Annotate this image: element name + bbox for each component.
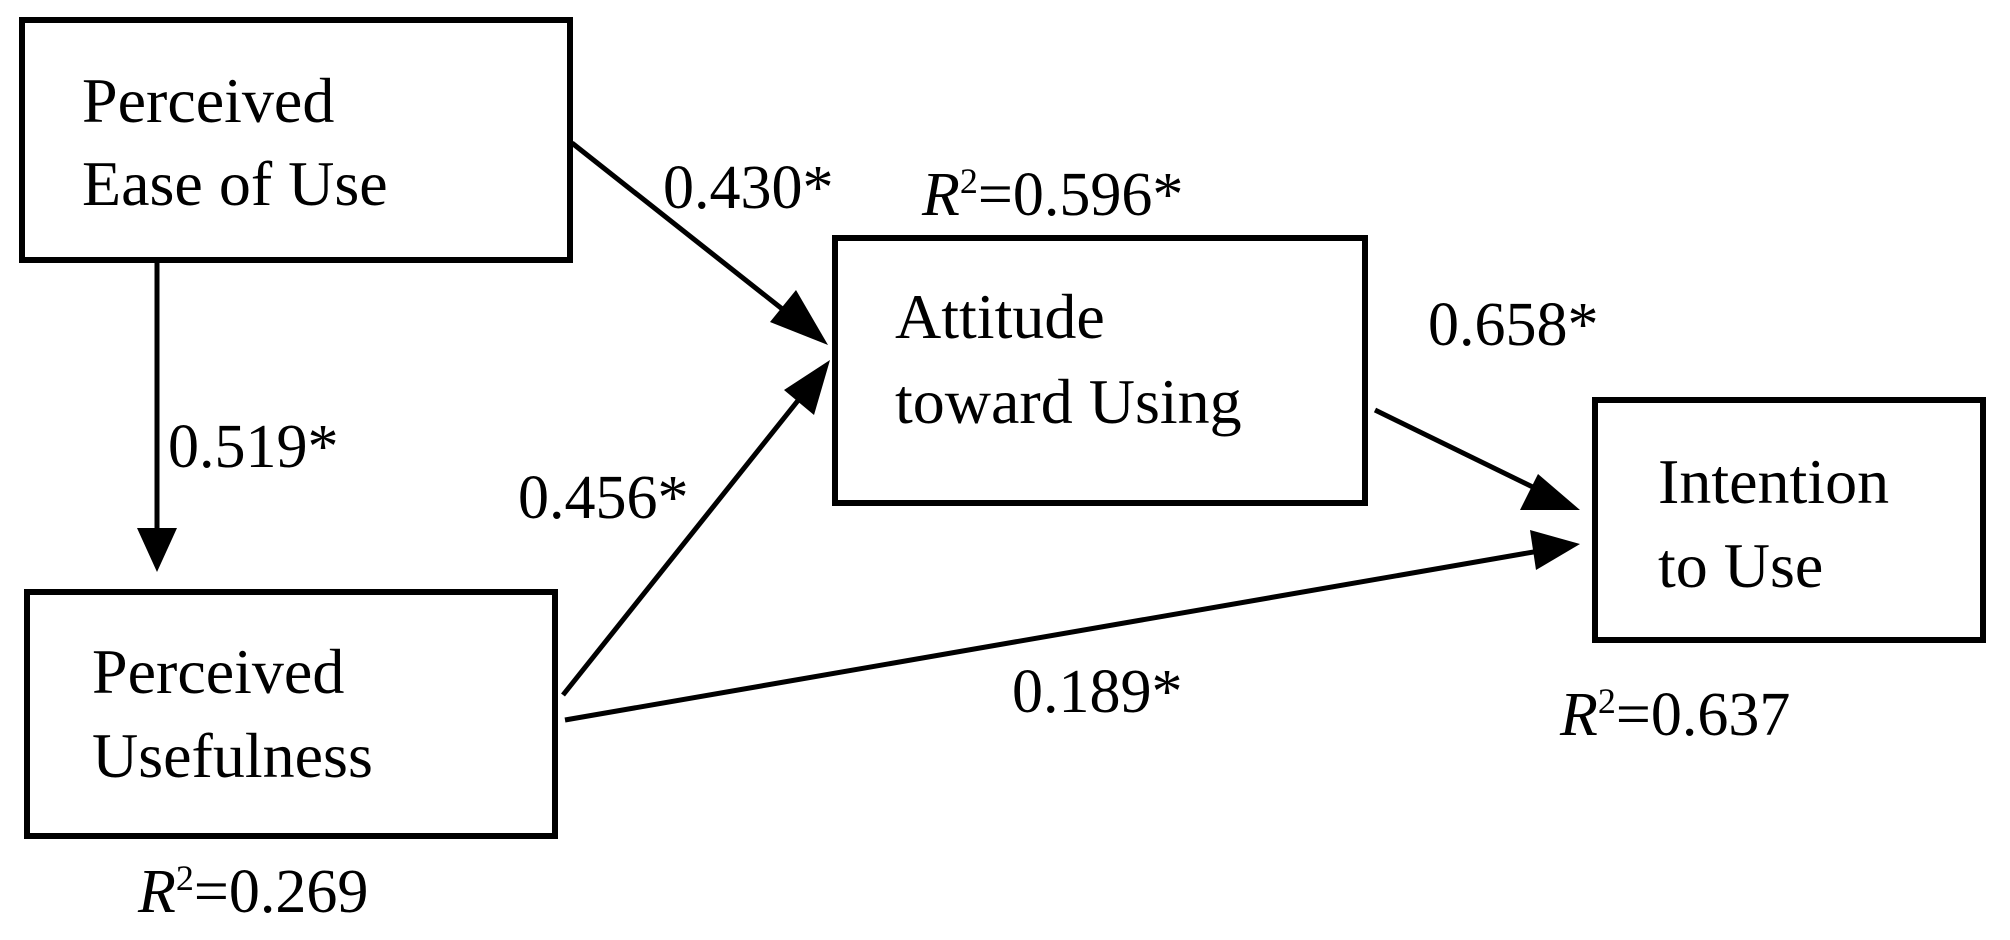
arrowhead-peou-att [770,290,828,345]
r2-attitude: R2=0.596* [921,161,1183,229]
node-attitude-toward-using: Attitude toward Using [832,235,1368,506]
coef-att-itu: 0.658* [1428,291,1599,359]
node-box [19,17,573,263]
edge-att-itu [1373,407,1549,497]
edges [137,141,1580,723]
arrowhead-pu-itu [1530,530,1580,570]
node-label-line2: to Use [1658,530,1823,601]
node-label-line2: toward Using [895,366,1242,437]
r2-intention: R2=0.637 [1559,681,1790,749]
coef-peou-att: 0.430* [663,154,834,222]
r2-superscript: 2 [176,858,194,898]
arrowhead-peou-pu [137,528,177,572]
svg-text:R2=0.637: R2=0.637 [1559,681,1790,749]
edge-pu-itu [564,547,1546,723]
coef-peou-pu: 0.519* [168,413,339,481]
path-coefficients: 0.430* 0.519* 0.456* 0.658* 0.189* [168,154,1599,726]
arrowhead-pu-att [784,360,830,415]
r2-symbol: R [1559,681,1598,749]
node-label-line1: Perceived [92,636,344,707]
r2-superscript: 2 [1598,681,1616,721]
r2-value: =0.269 [194,858,368,926]
node-label-line1: Perceived [82,65,334,136]
r2-value: =0.637 [1616,681,1790,749]
svg-text:R2=0.269: R2=0.269 [137,858,368,926]
svg-text:R2=0.596*: R2=0.596* [921,161,1183,229]
r2-value: =0.596* [978,161,1183,229]
node-label-line1: Attitude [895,281,1105,352]
node-perceived-ease-of-use: Perceived Ease of Use [19,17,573,263]
node-perceived-usefulness: Perceived Usefulness [24,589,558,839]
r2-symbol: R [137,858,176,926]
r2-usefulness: R2=0.269 [137,858,368,926]
node-label-line2: Ease of Use [82,148,388,219]
node-box [24,589,558,839]
node-label-line2: Usefulness [92,720,373,791]
edge-peou-att [570,141,802,325]
r2-symbol: R [921,161,960,229]
node-intention-to-use: Intention to Use [1592,397,1986,643]
node-label-line1: Intention [1658,446,1889,517]
coef-pu-att: 0.456* [518,464,689,532]
coef-pu-itu: 0.189* [1012,658,1183,726]
edge-pu-att [561,386,810,697]
node-box [1592,397,1986,643]
node-box [832,235,1368,506]
r2-superscript: 2 [960,161,978,201]
arrowhead-att-itu [1520,474,1580,510]
